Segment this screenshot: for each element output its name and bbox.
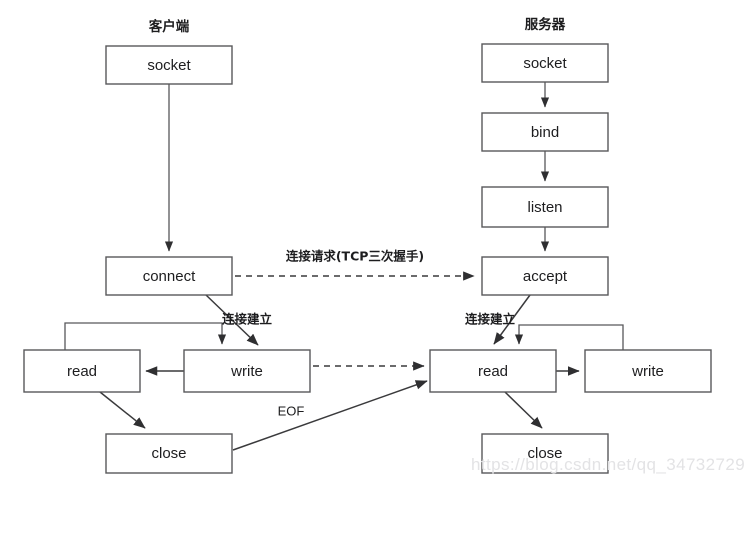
edge-server-read-to-close	[504, 391, 543, 429]
edge-server-write-loop-to-read	[514, 324, 624, 350]
node-server-socket-label: socket	[523, 55, 567, 72]
edge-client-close-to-server-read-eof	[232, 380, 428, 451]
node-server-accept-label: accept	[523, 268, 568, 285]
edge-client-read-loop-to-write	[64, 322, 227, 350]
node-server-listen-label: listen	[527, 199, 562, 216]
node-client-socket[interactable]: socket	[105, 45, 233, 85]
edge-label-server-established: 连接建立	[465, 312, 516, 327]
node-server-read[interactable]: read	[429, 349, 557, 393]
server-column-title: 服务器	[525, 16, 566, 33]
node-server-write-label: write	[631, 363, 664, 380]
node-server-write[interactable]: write	[584, 349, 712, 393]
node-client-read-label: read	[67, 363, 97, 380]
node-client-write[interactable]: write	[183, 349, 311, 393]
node-server-bind[interactable]: bind	[481, 112, 609, 152]
node-server-listen[interactable]: listen	[481, 186, 609, 228]
edge-server-accept-to-read	[493, 294, 531, 345]
edge-label-eof: EOF	[278, 403, 305, 418]
node-client-read[interactable]: read	[23, 349, 141, 393]
node-client-connect-label: connect	[143, 268, 196, 285]
node-server-read-label: read	[478, 363, 508, 380]
node-server-socket[interactable]: socket	[481, 43, 609, 83]
edge-label-client-established: 连接建立	[222, 312, 273, 327]
client-column-title: 客户端	[148, 18, 190, 35]
node-client-connect[interactable]: connect	[105, 256, 233, 296]
node-server-bind-label: bind	[531, 124, 559, 141]
edge-client-read-to-close	[99, 391, 146, 429]
edge-client-connect-to-write	[205, 294, 259, 346]
node-client-socket-label: socket	[147, 57, 191, 74]
edge-label-connect-request: 连接请求(TCP三次握手)	[286, 249, 424, 264]
node-server-accept[interactable]: accept	[481, 256, 609, 296]
node-client-close-label: close	[151, 445, 186, 462]
node-client-close[interactable]: close	[105, 433, 233, 474]
watermark-text: https://blog.csdn.net/qq_34732729	[471, 455, 746, 474]
node-client-write-label: write	[230, 363, 263, 380]
node-server-close[interactable]: close	[481, 433, 609, 474]
node-server-close-label: close	[527, 445, 562, 462]
